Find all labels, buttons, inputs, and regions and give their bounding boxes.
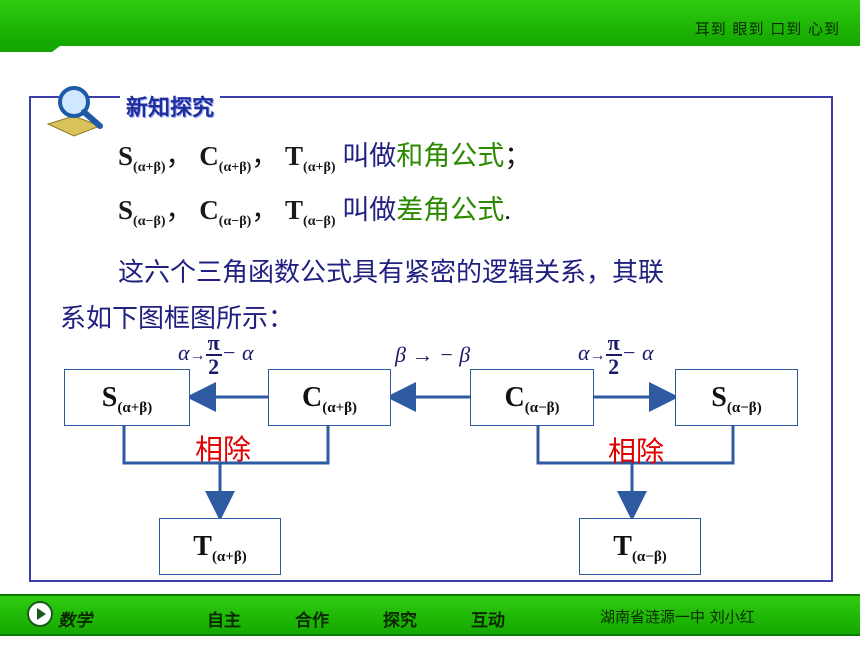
box-s-sum: S(α+β) [64,369,190,426]
divide-label-left: 相除 [195,433,252,466]
play-icon[interactable] [27,601,53,627]
subject-label: 数学 [58,611,92,631]
divide-label-right: 相除 [608,435,665,468]
formula-t-sum: T(α+β) [285,141,336,175]
sum-formula-line: S(α+β)， C(α+β)， T(α+β) 叫做和角公式； [118,141,532,175]
nav-tanjiu[interactable]: 探究 [383,611,417,631]
paragraph-line-1: 这六个三角函数公式具有紧密的逻辑关系，其联 [118,258,665,288]
top-banner-notch [0,44,860,52]
box-t-diff: T(α−β) [579,518,701,575]
substitution-label-middle: β → − β [395,342,471,367]
formula-c-diff: C(α−β) [199,195,252,229]
paragraph-line-2: 系如下图框图所示： [60,304,295,334]
section-title: 新知探究 [120,90,221,122]
box-c-sum: C(α+β) [268,369,391,426]
nav-zizhu[interactable]: 自主 [207,611,241,631]
diff-text: 叫做 [342,195,397,225]
sum-term: 和角公式 [396,141,505,171]
formula-s-diff: S(α−β) [118,195,166,229]
content-frame [29,96,833,582]
formula-s-sum: S(α+β) [118,141,166,175]
motto: 耳到 眼到 口到 心到 [694,20,840,38]
box-c-diff: C(α−β) [470,369,594,426]
author-credit: 湖南省涟源一中 刘小红 [600,608,755,626]
formula-t-diff: T(α−β) [285,195,336,229]
bracket-right [536,425,735,465]
nav-hudong[interactable]: 互动 [471,611,505,631]
diff-formula-line: S(α−β)， C(α−β)， T(α−β) 叫做差角公式. [118,195,512,229]
bottom-nav-bar: 数学 自主 合作 探究 互动 湖南省涟源一中 刘小红 [0,594,860,636]
sum-text: 叫做 [342,141,397,171]
bracket-left [122,425,330,465]
box-t-sum: T(α+β) [159,518,281,575]
magnifier-icon [46,86,103,137]
box-s-diff: S(α−β) [675,369,798,426]
formula-c-sum: C(α+β) [199,141,252,175]
diff-term: 差角公式 [396,195,505,225]
nav-hezuo[interactable]: 合作 [295,611,329,631]
